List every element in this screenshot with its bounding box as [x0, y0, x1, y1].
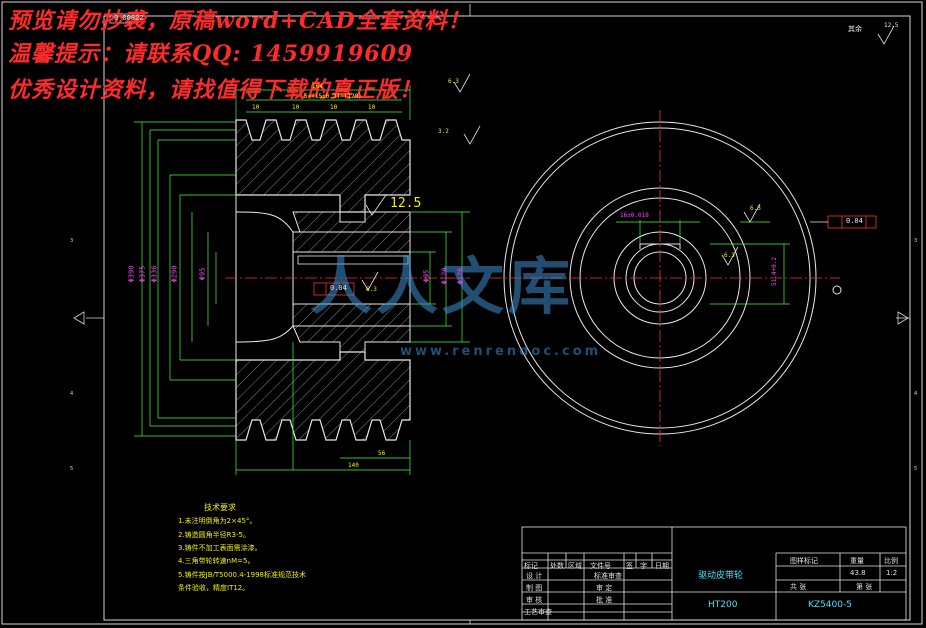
scale-value: 1:2	[886, 569, 898, 577]
part-name: 驱动皮带轮	[698, 571, 744, 581]
scale-label: 比例	[884, 557, 898, 565]
section-view-pulley	[225, 119, 470, 441]
tech-req-item-4: 4.三角带轮转速nM=5。	[178, 557, 255, 565]
tb-row-process: 工艺审查	[524, 608, 552, 616]
dim-left-2: Φ375	[138, 265, 147, 283]
sheet-total: 共 张	[790, 583, 807, 591]
dim-left-5: Φ95	[198, 267, 207, 281]
rough-5: 6.3	[724, 252, 735, 259]
tb-mid-approve: 审 定	[596, 584, 613, 592]
drawing-code-box: 0-00822	[114, 14, 144, 22]
side-view-pulley	[490, 110, 842, 446]
svg-text:3: 3	[70, 238, 73, 244]
dim-10-d: 10	[368, 104, 376, 111]
banner-line-2: 温馨提示：请联系QQ: 1459919609	[8, 41, 414, 67]
dim-left-1: Φ390	[127, 265, 136, 283]
material: HT200	[708, 600, 738, 610]
watermark-url: www.renrendoc.com	[400, 344, 602, 359]
tech-req-item-5: 5.铸件按JB/T5000.4-1998标准规范技术	[178, 571, 307, 579]
svg-text:3: 3	[914, 238, 917, 244]
tech-req-item-3: 3.铸件不加工表面需涂漆。	[178, 544, 262, 552]
other-surfaces-note: 其余	[848, 25, 862, 33]
tb-mid-ratify: 批 准	[596, 596, 613, 604]
watermark-logo: 人人文库	[310, 250, 575, 323]
stage-mark-label: 图样标记	[790, 557, 818, 565]
tb-row-check: 审 核	[526, 596, 543, 604]
tolerance-right-value: 0.04	[846, 217, 863, 225]
tb-header-5: 签	[626, 562, 633, 570]
top-right-roughness: 12.5	[884, 22, 899, 29]
tb-header-3: 区域	[568, 562, 582, 570]
height-dim: 51.4+0.2	[770, 257, 778, 286]
svg-text:4: 4	[914, 391, 917, 397]
tb-header-2: 处数	[550, 562, 564, 570]
sheet-number: 第 张	[856, 583, 873, 591]
weight-label: 重量	[850, 557, 864, 565]
dim-right-2: Φ120	[440, 267, 449, 285]
tb-header-6: 字	[640, 562, 647, 570]
svg-text:5: 5	[70, 466, 73, 472]
dim-10-c: 10	[330, 104, 338, 111]
dim-140: 140	[348, 462, 359, 469]
tb-header-7: 日期	[655, 562, 669, 570]
dim-left-3: Φ336	[150, 265, 159, 283]
rough-1: 6.3	[448, 78, 459, 85]
tb-mid-standard: 标准审查	[594, 572, 622, 580]
dim-10-b: 10	[292, 104, 300, 111]
tech-req-item-2: 2.铸造圆角半径R3-5。	[178, 531, 250, 539]
dim-164: 164	[312, 83, 323, 90]
dim-left-4: Φ290	[170, 265, 179, 283]
dim-right-3: Φ126	[456, 267, 465, 285]
banner-line-1: 预览请勿抄袭，原稿word+CAD全套资料！	[8, 8, 471, 34]
tolerance-left-value: 0.04	[330, 284, 347, 292]
rough-4: 6.3	[750, 205, 761, 212]
dim-10-a: 10	[252, 104, 260, 111]
roughness-12-5: 12.5	[390, 196, 422, 211]
title-block	[521, 526, 907, 621]
roughness-symbols	[361, 25, 895, 291]
rough-3: 6.3	[366, 286, 377, 293]
tb-row-design: 设 计	[526, 572, 543, 580]
banner-line-3: 优秀设计资料，请找值得下载的真正版！	[8, 77, 423, 103]
drawing-number: KZ5400-5	[808, 600, 852, 610]
tb-header-1: 标记	[524, 562, 538, 570]
dim-56: 56	[378, 450, 386, 457]
tb-row-draw: 制 图	[526, 584, 543, 592]
tech-req-title: 技术要求	[204, 503, 236, 512]
tb-header-4: 文件号	[590, 562, 611, 570]
svg-text:5: 5	[914, 466, 917, 472]
dim-right-1: Φ95	[422, 269, 431, 283]
dim-groove-pitch: 5×(15±0.3)=(120)	[304, 93, 362, 100]
tech-req-item-6: 条件验收，精度IT12。	[178, 584, 250, 592]
weight-value: 43.8	[850, 569, 866, 577]
tech-req-item-1: 1.未注明倒角为2×45°。	[178, 517, 257, 525]
svg-text:4: 4	[70, 391, 73, 397]
dimension-lines	[134, 85, 470, 475]
tolerance-frames	[313, 215, 877, 296]
keyway-dim: 16±0.018	[620, 212, 649, 219]
rough-2: 3.2	[438, 128, 449, 135]
